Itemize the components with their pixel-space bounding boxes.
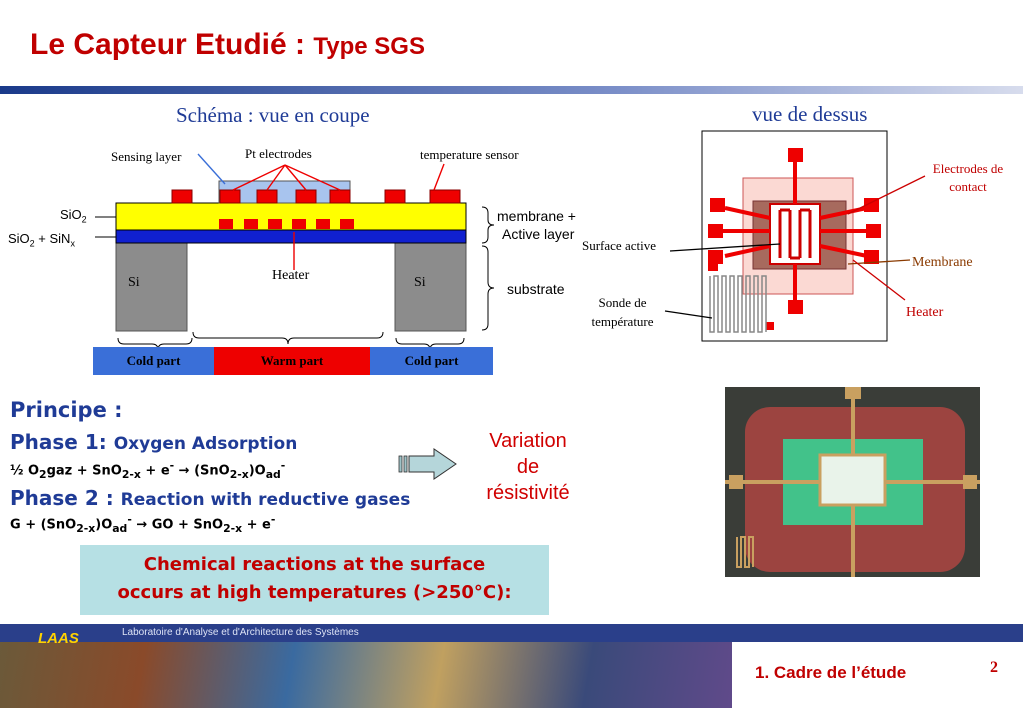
phase1-heading: Phase 1: Oxygen Adsorption xyxy=(10,430,298,454)
footer-section-area xyxy=(732,642,1023,708)
heater-meander xyxy=(778,208,812,260)
contact-pads xyxy=(708,148,881,330)
sio2-sinx-layer xyxy=(115,229,467,244)
lab-name: Laboratoire d'Analyse et d'Architecture … xyxy=(122,627,359,638)
active-layer-label: Active layer xyxy=(502,226,575,242)
heater-elements xyxy=(219,219,354,229)
title-main: Le Capteur Etudié : xyxy=(30,28,314,61)
phase1-equation: ½ O2gaz + SnO2-x + e- → (SnO2-x)Oad- xyxy=(10,459,286,481)
phase2-equation: G + (SnO2-x)Oad- → GO + SnO2-x + e- xyxy=(10,513,276,535)
electrodes-contact-label: Electrodes de contact xyxy=(932,161,1004,194)
title-sub: Type SGS xyxy=(313,33,425,60)
laas-logo: LAAS xyxy=(38,630,79,647)
membrane-top-label: Membrane xyxy=(912,255,973,270)
temperature-probe xyxy=(709,275,767,333)
membrane-brace xyxy=(481,206,495,244)
top-view-diagram xyxy=(664,130,926,342)
cold-part-left: Cold part xyxy=(93,347,214,375)
substrate-brace xyxy=(481,245,495,331)
surface-active-label: Surface active xyxy=(582,238,656,253)
electrode-frame xyxy=(769,203,821,265)
cross-section-heading: Schéma : vue en coupe xyxy=(176,103,370,127)
substrate-label: substrate xyxy=(507,281,565,297)
si-right-label: Si xyxy=(414,275,426,290)
footer-strip xyxy=(0,624,1023,642)
page-title: Le Capteur Etudié : Type SGS xyxy=(30,28,425,62)
result-arrow-icon xyxy=(398,448,457,480)
page-number: 2 xyxy=(990,659,998,676)
sensor-photo xyxy=(725,387,980,577)
warm-part: Warm part xyxy=(214,347,370,375)
pt-electrodes xyxy=(171,189,461,204)
si-left-label: Si xyxy=(128,275,140,290)
si-right-block xyxy=(394,242,467,332)
phase2-heading: Phase 2 : Reaction with reductive gases xyxy=(10,486,411,510)
sio2-sinx-label: SiO2 + SiNx xyxy=(8,231,75,249)
membrane-label: membrane + xyxy=(497,208,576,224)
sio2-label: SiO2 xyxy=(60,207,87,225)
sio2-layer xyxy=(115,202,467,231)
heater-label: Heater xyxy=(272,268,310,283)
principe-heading: Principe : xyxy=(10,398,123,422)
sensing-layer-label: Sensing layer xyxy=(111,149,182,164)
top-view-heading: vue de dessus xyxy=(752,102,868,126)
cold-part-right: Cold part xyxy=(370,347,493,375)
section-label: 1. Cadre de l’étude xyxy=(755,663,907,682)
title-divider-bar xyxy=(0,86,1023,94)
cross-section-diagram xyxy=(95,153,495,351)
si-left-block xyxy=(115,242,188,332)
heater-top-label: Heater xyxy=(906,305,944,320)
temperature-sensor-label: temperature sensor xyxy=(420,147,519,162)
pt-electrodes-label: Pt electrodes xyxy=(245,146,312,161)
